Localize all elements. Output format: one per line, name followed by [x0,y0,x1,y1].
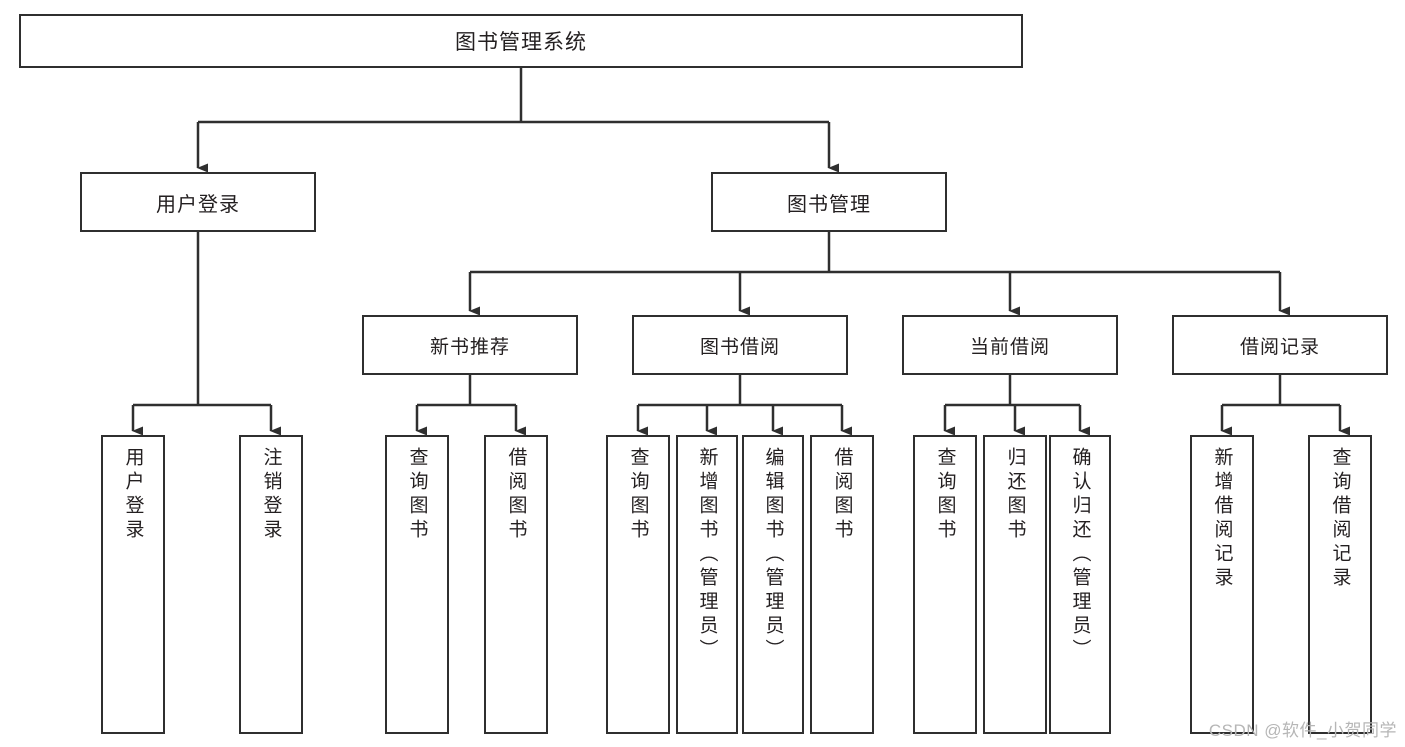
leaf-current-return-book[interactable]: 归还图书 [983,435,1047,734]
node-label-vertical: 新增借阅记录 [1211,447,1233,591]
leaf-borrow-query-book[interactable]: 查询图书 [606,435,670,734]
node-book-borrow[interactable]: 图书借阅 [632,315,848,375]
node-label-vertical: 注销登录 [260,447,282,543]
node-label: 用户登录 [156,193,240,216]
leaf-current-query-book[interactable]: 查询图书 [913,435,977,734]
node-label: 当前借阅 [969,336,1050,358]
node-root-system[interactable]: 图书管理系统 [19,14,1023,68]
node-label-vertical: 查询借阅记录 [1329,447,1351,591]
node-label: 借阅记录 [1239,336,1320,358]
node-book-management[interactable]: 图书管理 [711,172,947,232]
leaf-borrow-borrow-book[interactable]: 借阅图书 [810,435,874,734]
node-label-vertical: 归还图书 [1004,447,1026,543]
node-label-vertical: 编辑图书（管理员） [762,447,784,663]
leaf-borrow-add-book-admin[interactable]: 新增图书（管理员） [676,435,738,734]
node-label-vertical: 用户登录 [122,447,144,543]
node-new-book-recommend[interactable]: 新书推荐 [362,315,578,375]
watermark: CSDN @软件_小贺同学 [1208,721,1397,740]
leaf-record-add-record[interactable]: 新增借阅记录 [1190,435,1254,734]
node-borrow-record[interactable]: 借阅记录 [1172,315,1388,375]
node-label-vertical: 查询图书 [934,447,956,543]
node-label: 图书管理 [787,193,871,216]
leaf-current-confirm-return-admin[interactable]: 确认归还（管理员） [1049,435,1111,734]
node-label-vertical: 新增图书（管理员） [696,447,718,663]
node-user-login[interactable]: 用户登录 [80,172,316,232]
node-label-vertical: 借阅图书 [505,447,527,543]
node-label-vertical: 查询图书 [406,447,428,543]
node-label: 图书管理系统 [455,31,587,54]
node-label-vertical: 查询图书 [627,447,649,543]
node-label: 图书借阅 [699,336,780,358]
leaf-newbook-query-book[interactable]: 查询图书 [385,435,449,734]
leaf-newbook-borrow-book[interactable]: 借阅图书 [484,435,548,734]
leaf-user-login[interactable]: 用户登录 [101,435,165,734]
node-label-vertical: 确认归还（管理员） [1069,447,1091,663]
node-current-borrow[interactable]: 当前借阅 [902,315,1118,375]
node-label: 新书推荐 [429,336,510,358]
leaf-logout[interactable]: 注销登录 [239,435,303,734]
leaf-record-query-record[interactable]: 查询借阅记录 [1308,435,1372,734]
leaf-borrow-edit-book-admin[interactable]: 编辑图书（管理员） [742,435,804,734]
node-label-vertical: 借阅图书 [831,447,853,543]
